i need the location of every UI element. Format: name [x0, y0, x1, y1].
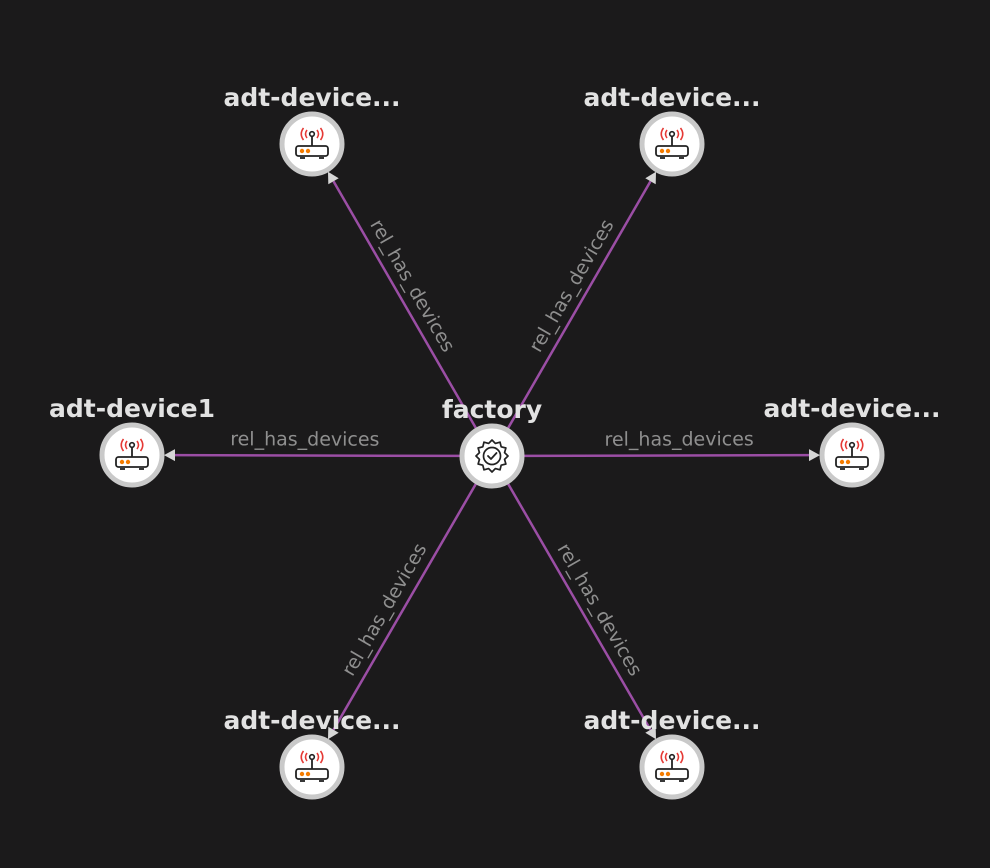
- edge-label: rel_has_devices: [365, 216, 459, 356]
- relationship-edge[interactable]: [332, 481, 479, 731]
- edge-label: rel_has_devices: [604, 428, 753, 450]
- relationship-edge[interactable]: [521, 453, 810, 458]
- device-label: adt-device...: [223, 83, 400, 112]
- factory-node[interactable]: factory: [442, 395, 542, 489]
- relationship-edge[interactable]: [505, 180, 652, 431]
- edge-label: rel_has_devices: [230, 428, 379, 450]
- center-label: factory: [442, 395, 542, 424]
- relationship-edge[interactable]: [332, 180, 479, 431]
- device-label: adt-device...: [583, 83, 760, 112]
- device-node[interactable]: adt-device...: [583, 83, 761, 177]
- edges-layer: [164, 171, 820, 740]
- arrowhead-icon: [645, 726, 656, 740]
- device-node[interactable]: adt-device...: [223, 83, 401, 177]
- relationship-edge[interactable]: [174, 453, 463, 458]
- device-node[interactable]: adt-device...: [763, 394, 941, 488]
- arrowhead-icon: [328, 171, 339, 185]
- device-label: adt-device...: [763, 394, 940, 423]
- device-label: adt-device...: [223, 706, 400, 735]
- node-circle: [459, 423, 525, 489]
- device-node[interactable]: adt-device...: [583, 706, 761, 800]
- arrowhead-icon: [328, 726, 339, 740]
- device-label: adt-device1: [49, 394, 215, 423]
- nodes-layer: adt-device... adt-device... adt-device1 adt…: [49, 83, 941, 800]
- relationship-edge[interactable]: [505, 481, 652, 731]
- arrowhead-icon: [164, 449, 175, 462]
- arrowhead-icon: [645, 171, 656, 185]
- device-node[interactable]: adt-device...: [223, 706, 401, 800]
- edge-label: rel_has_devices: [338, 540, 432, 680]
- device-label: adt-device...: [583, 706, 760, 735]
- arrowhead-icon: [809, 449, 820, 462]
- edge-label: rel_has_devices: [525, 216, 619, 356]
- device-node[interactable]: adt-device1: [49, 394, 215, 488]
- edge-label: rel_has_devices: [553, 540, 647, 680]
